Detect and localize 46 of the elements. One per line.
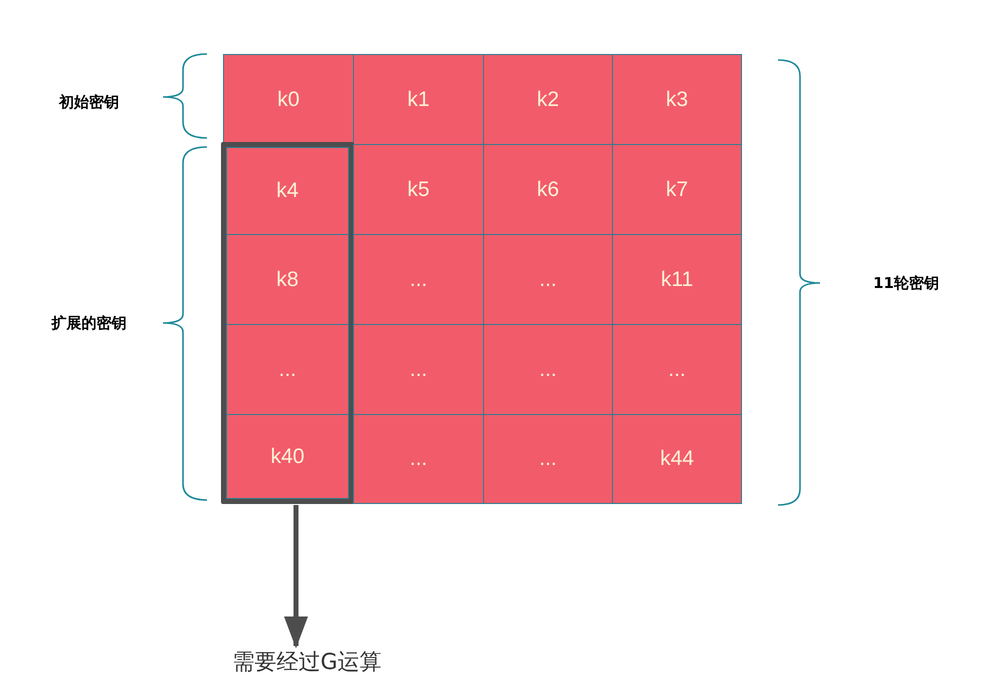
key-label: k44 xyxy=(660,447,694,471)
key-label: k4 xyxy=(276,179,299,203)
key-cell xyxy=(612,414,742,504)
key-label: ... xyxy=(539,358,557,382)
key-label: ... xyxy=(410,268,428,292)
key-label: k5 xyxy=(407,178,430,202)
brace-label: 扩展的密钥 xyxy=(52,314,126,332)
key-cell xyxy=(612,234,742,325)
key-cell xyxy=(353,414,484,504)
key-cell xyxy=(483,54,613,145)
key-cell xyxy=(612,324,742,415)
key-cell xyxy=(612,144,742,235)
key-cell xyxy=(353,144,484,235)
key-cell xyxy=(483,234,613,325)
key-label: k11 xyxy=(660,268,694,292)
key-cell xyxy=(483,324,613,415)
key-label: ... xyxy=(668,358,686,382)
key-cell xyxy=(353,54,484,145)
key-cell xyxy=(353,324,484,415)
key-label: k6 xyxy=(536,178,560,202)
key-label: ... xyxy=(410,447,428,471)
arrow xyxy=(284,505,308,648)
key-label: k3 xyxy=(666,88,688,112)
key-cell xyxy=(226,414,349,499)
key-cell xyxy=(226,324,349,415)
key-label: ... xyxy=(539,268,557,292)
key-cell xyxy=(223,54,354,145)
key-label: k7 xyxy=(666,178,688,202)
key-cell xyxy=(226,234,349,325)
brace-label: 初始密钥 xyxy=(59,93,119,111)
key-cell xyxy=(353,234,484,325)
key-label: k8 xyxy=(276,268,299,292)
key-label: k0 xyxy=(277,88,300,112)
operation-note: 需要经过G运算 xyxy=(212,646,402,678)
key-label: ... xyxy=(410,358,428,382)
key-cell xyxy=(612,54,742,145)
key-cell xyxy=(483,144,613,235)
brace-label: 11轮密钥 xyxy=(873,274,939,292)
key-label: ... xyxy=(539,447,557,471)
highlight-frame xyxy=(221,142,354,504)
key-label: ... xyxy=(278,358,296,382)
key-cell xyxy=(483,414,613,504)
key-label: k40 xyxy=(270,444,304,468)
key-label: k2 xyxy=(536,88,560,112)
key-label: k1 xyxy=(407,88,430,112)
key-cell xyxy=(226,147,349,235)
